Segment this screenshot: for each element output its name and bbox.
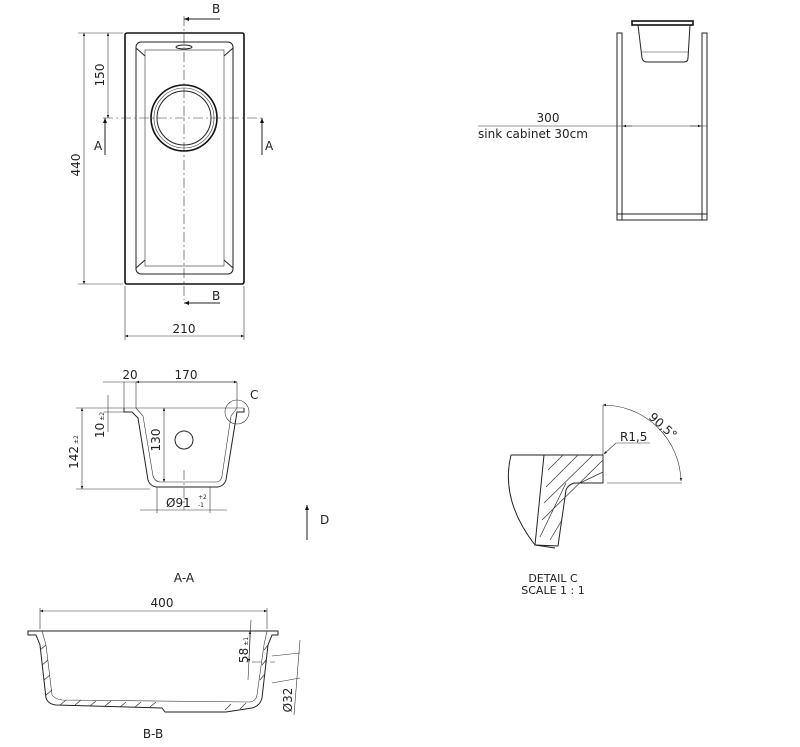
dim-length-400: 400 [151,596,174,610]
section-bb-outer [27,630,279,713]
dim-bowl-width-170: 170 [175,368,198,382]
section-aa-outer [123,408,245,488]
bowl-outline [135,41,234,275]
cabinet-view: 300 sink cabinet 30cm [478,20,708,221]
detail-c-marker: C [250,388,258,402]
dim-rim-20: 20 [122,368,137,382]
dim-width-210: 210 [173,322,196,336]
section-aa: C 20 170 142±2 10±2 130 Ø91 +2 -1 D A-A [67,368,329,585]
cabinet-label: sink cabinet 30cm [478,127,588,141]
dim-total-height-142: 142±2 [67,435,81,469]
section-bb: 400 58±1 Ø32 B-B [27,596,301,741]
dim-overflow-dia-32: Ø32 [281,688,295,713]
dim-rim-height-10: 10±2 [93,412,107,438]
dim-cabinet-300: 300 [537,111,560,125]
section-b-label-top: B [212,2,220,16]
angle-90-5: 90,5° [646,410,680,442]
sink-profile [631,20,694,63]
radius-r1-5: R1,5 [620,430,647,444]
dim-bowl-depth-130: 130 [149,429,163,452]
detail-c: 90,5° R1,5 DETAIL C SCALE 1 : 1 [507,403,683,597]
section-bb-title: B-B [143,727,163,741]
section-aa-title: A-A [174,571,195,585]
hatched-section [534,454,604,547]
dim-drain-dia-91: Ø91 [166,496,191,510]
overflow-hole [174,430,194,450]
cabinet-left-panel [616,32,623,221]
cabinet-right-panel [701,32,708,221]
detail-c-scale: SCALE 1 : 1 [521,584,584,597]
dim-overflow-height-58: 58±1 [237,637,251,663]
drain-tol-plus: +2 [198,494,207,501]
dim-drain-offset-150: 150 [93,64,107,87]
section-a-label-right: A [265,139,274,153]
section-a-label-left: A [94,139,103,153]
drain-tol-minus: -1 [198,502,204,509]
view-d-marker: D [320,513,329,527]
detail-c-title: DETAIL C [528,572,578,585]
dim-length-440: 440 [69,154,83,177]
sink-outline [124,32,245,285]
cabinet-bottom [616,213,708,221]
top-view: B B A A 440 150 210 [69,2,274,340]
section-b-label-bottom: B [212,289,220,303]
